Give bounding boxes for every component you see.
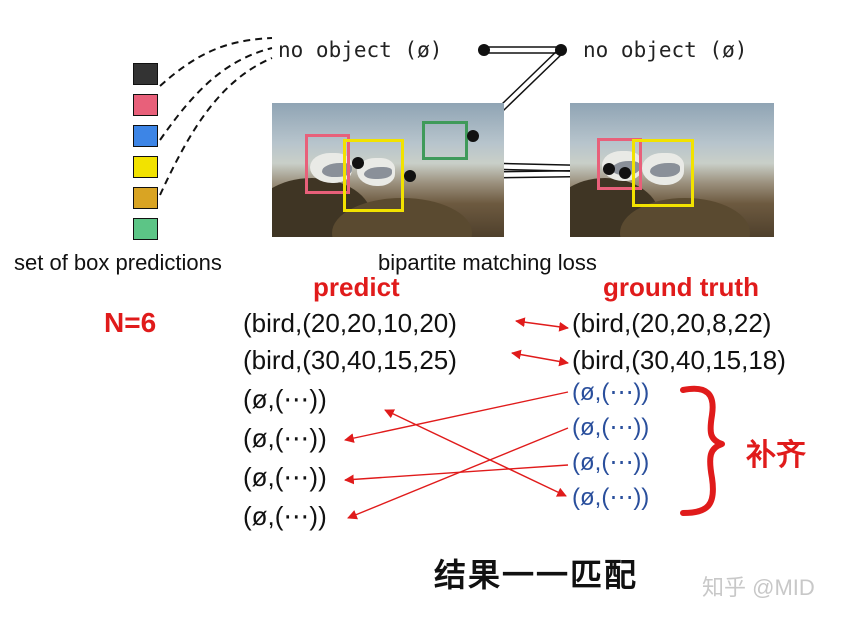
prediction-6: (ø,(⋯))	[243, 501, 327, 531]
bbox-red	[305, 134, 350, 194]
predict-label: predict	[313, 272, 400, 302]
bbox-green	[422, 121, 468, 160]
bbox-yellow	[343, 139, 404, 212]
prediction-3: (ø,(⋯))	[243, 384, 327, 414]
prediction-2: (bird,(30,40,15,25)	[243, 345, 457, 375]
caption-box-predictions: set of box predictions	[14, 250, 222, 275]
ground-truth-label: ground truth	[603, 272, 759, 302]
no-object-right: no object (ø)	[583, 38, 748, 62]
ground-truth-5: (ø,(⋯))	[572, 449, 650, 476]
gt-bbox-yellow	[632, 139, 694, 207]
prediction-4: (ø,(⋯))	[243, 423, 327, 453]
n-label: N=6	[104, 307, 157, 338]
padding-label: 补齐	[746, 439, 806, 472]
ground-truth-1: (bird,(20,20,8,22)	[572, 308, 772, 338]
arrow-match-2	[511, 349, 569, 367]
result-title: 结果一一匹配	[434, 557, 639, 593]
match-dots	[352, 44, 631, 182]
photo-predictions	[272, 103, 504, 237]
gt-bbox-red	[597, 138, 642, 190]
ground-truth-3: (ø,(⋯))	[572, 379, 650, 406]
prediction-swatch-2	[133, 94, 158, 116]
ground-truth-2: (bird,(30,40,15,18)	[572, 345, 786, 375]
prediction-1: (bird,(20,20,10,20)	[243, 308, 457, 338]
no-object-left: no object (ø)	[278, 38, 443, 62]
ground-truth-6: (ø,(⋯))	[572, 484, 650, 511]
dash-curve-1	[159, 37, 273, 87]
dash-curve-2	[159, 47, 273, 141]
prediction-swatch-6	[133, 218, 158, 240]
prediction-swatch-1	[133, 63, 158, 85]
prediction-swatch-5	[133, 187, 158, 209]
prediction-swatch-4	[133, 156, 158, 178]
arrow-gt5-to-pred5	[344, 464, 569, 485]
arrow-gt3-to-pred4	[344, 391, 569, 443]
prediction-swatch-3	[133, 125, 158, 147]
ground-truth-4: (ø,(⋯))	[572, 414, 650, 441]
prediction-5: (ø,(⋯))	[243, 462, 327, 492]
dash-curve-3	[159, 57, 273, 196]
padding-brace	[680, 385, 725, 516]
watermark: 知乎 @MID	[702, 575, 815, 600]
arrow-pred3-gt6	[384, 409, 567, 497]
caption-bipartite-loss: bipartite matching loss	[378, 250, 597, 275]
arrow-match-1	[515, 317, 569, 332]
